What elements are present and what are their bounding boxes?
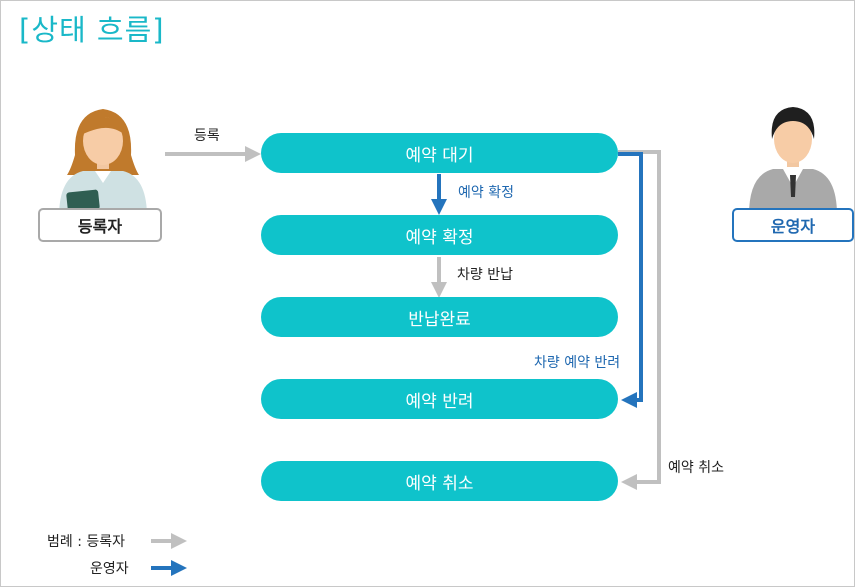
label-confirm: 예약 확정 [458, 185, 514, 201]
legend-operator-label: 운영자 [90, 561, 129, 577]
registrant-avatar-icon [59, 109, 147, 217]
state-returned: 반납완료 [261, 297, 618, 337]
state-waiting: 예약 대기 [261, 133, 618, 173]
operator-avatar-icon [749, 107, 837, 215]
state-rejected: 예약 반려 [261, 379, 618, 419]
legend-registrant-label: 범례 : 등록자 [47, 534, 126, 550]
state-confirmed: 예약 확정 [261, 215, 618, 255]
label-register: 등록 [194, 128, 220, 144]
arrow-cancel [618, 150, 661, 490]
page-title: [상태 흐름] [19, 13, 165, 47]
label-cancel: 예약 취소 [668, 460, 724, 476]
state-cancelled: 예약 취소 [261, 461, 618, 501]
arrow-reject [618, 152, 643, 408]
registrant-label: 등록자 [38, 208, 162, 242]
label-vehicle-return: 차량 반납 [457, 267, 513, 283]
label-reject: 차량 예약 반려 [534, 355, 621, 371]
operator-label: 운영자 [732, 208, 854, 242]
